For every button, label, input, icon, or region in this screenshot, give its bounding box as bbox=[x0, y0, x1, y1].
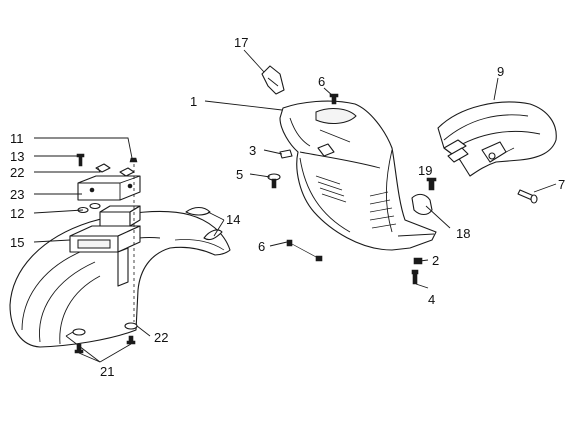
mudguard-bracket bbox=[69, 205, 141, 287]
callout-12: 12 bbox=[10, 206, 24, 221]
small-fasteners-center bbox=[261, 65, 437, 285]
callout-13: 13 bbox=[10, 149, 24, 164]
leader-lines bbox=[33, 49, 557, 363]
callout-11: 11 bbox=[10, 131, 24, 146]
callout-3: 3 bbox=[249, 143, 256, 158]
callout-17: 17 bbox=[234, 35, 248, 50]
callout-22-upper: 22 bbox=[10, 165, 24, 180]
bolts-and-washers-left bbox=[72, 153, 138, 354]
callout-14: 14 bbox=[226, 212, 240, 227]
callout-22-lower: 22 bbox=[154, 330, 168, 345]
callout-23: 23 bbox=[10, 187, 24, 202]
front-mudguard bbox=[437, 101, 557, 204]
callout-5: 5 bbox=[236, 167, 243, 182]
callout-1: 1 bbox=[190, 94, 197, 109]
callout-labels: 1 2 3 4 5 6 6 7 9 11 12 13 14 15 17 18 1… bbox=[10, 35, 565, 379]
cable-clips-14 bbox=[185, 206, 223, 241]
leg-shield-cover bbox=[279, 100, 437, 251]
callout-9: 9 bbox=[497, 64, 504, 79]
callout-2: 2 bbox=[432, 253, 439, 268]
license-plate-holder-23 bbox=[77, 175, 141, 201]
callout-6-upper: 6 bbox=[318, 74, 325, 89]
callout-7: 7 bbox=[558, 177, 565, 192]
callout-6-lower: 6 bbox=[258, 239, 265, 254]
callout-15: 15 bbox=[10, 235, 24, 250]
callout-18: 18 bbox=[456, 226, 470, 241]
callout-4: 4 bbox=[428, 292, 435, 307]
callout-21: 21 bbox=[100, 364, 114, 379]
callout-19: 19 bbox=[418, 163, 432, 178]
